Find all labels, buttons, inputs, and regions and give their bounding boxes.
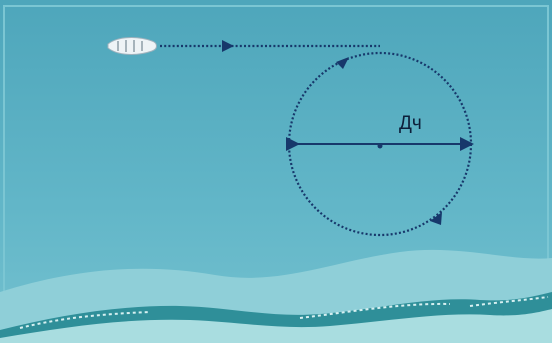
diameter-label: Дч <box>399 113 422 134</box>
ship-icon <box>108 38 157 55</box>
circle-center-point <box>378 144 383 149</box>
